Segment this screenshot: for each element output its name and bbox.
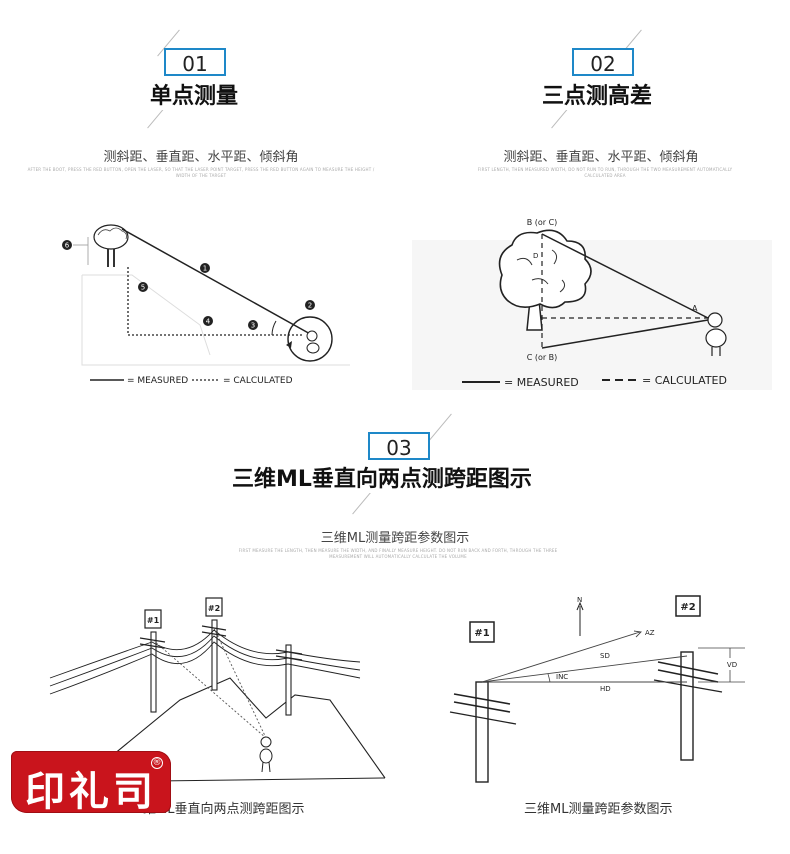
pole-tag-2: #2 <box>208 604 220 613</box>
point-label-a: A <box>692 304 698 313</box>
section-title: 单点测量 <box>146 78 243 110</box>
three-point-height-diagram: B (or C) D A C (or B) = MEASURED = CALCU… <box>412 210 772 395</box>
label-inc: INC <box>556 673 568 681</box>
marker-label: 3 <box>251 322 255 330</box>
section-number: 03 <box>386 436 412 460</box>
diagram-caption: 三维ML测量跨距参数图示 <box>524 802 673 817</box>
utility-pole-icon <box>139 631 166 713</box>
section-number-badge: 02 <box>572 48 634 76</box>
observer-icon <box>306 330 320 354</box>
section-subtitle: 测斜距、垂直距、水平距、倾斜角 <box>503 150 699 165</box>
diagram-caption: 三维ML垂直向两点测跨距图示 <box>130 802 305 817</box>
arrow-icon <box>286 341 292 348</box>
section-subtitle: 测斜距、垂直距、水平距、倾斜角 <box>103 150 299 165</box>
utility-pole-icon <box>653 651 723 761</box>
marker-label: 1 <box>203 265 207 273</box>
section-fine-print: AFTER THE BOOT, PRESS THE RED BUTTON, OP… <box>27 167 375 178</box>
marker-2 <box>305 300 315 310</box>
section-number-badge: 01 <box>164 48 226 76</box>
section-fine-print: FIRST MEASURE THE LENGTH, THEN MEASURE T… <box>238 548 558 559</box>
point-label-top: B (or C) <box>527 218 558 227</box>
span-parameter-diagram: #1 #2 N AZ SD HD INC VD <box>440 590 780 790</box>
tree-icon <box>498 229 592 331</box>
marker-label: 6 <box>65 242 70 250</box>
label-sd: SD <box>600 652 610 660</box>
section-title: 三维ML垂直向两点测跨距图示 <box>228 461 536 493</box>
brand-seal-logo: 印礼司 ® <box>11 751 171 815</box>
two-point-span-diagram: #1 #2 <box>40 590 400 790</box>
observer-zoom-circle <box>287 316 333 362</box>
legend-calculated: = CALCULATED <box>223 376 293 386</box>
tree-icon <box>93 224 129 267</box>
section-subtitle: 三维ML测量跨距参数图示 <box>320 531 470 546</box>
single-point-diagram: 6 1 5 4 3 2 = MEASURED = CALCULATED <box>40 215 380 395</box>
marker-6 <box>62 240 72 250</box>
utility-pole-icon <box>275 644 303 716</box>
section-number-badge: 03 <box>368 432 430 460</box>
label-vd: VD <box>727 661 737 669</box>
pole-tag-2: #2 <box>680 602 695 613</box>
legend-measured: = MEASURED <box>504 376 579 389</box>
pole-tag-1: #1 <box>474 628 489 639</box>
legend-measured: = MEASURED <box>127 376 188 386</box>
utility-pole-icon <box>201 619 227 691</box>
label-az: AZ <box>645 629 655 637</box>
observer-icon <box>259 736 273 773</box>
marker-label: 4 <box>206 318 211 326</box>
utility-pole-icon <box>449 681 517 783</box>
label-north: N <box>577 596 582 604</box>
section-number: 01 <box>182 52 208 76</box>
decor-slash <box>429 413 452 441</box>
marker-5 <box>138 282 148 292</box>
marker-3 <box>248 320 258 330</box>
marker-label: 5 <box>141 284 145 292</box>
observer-icon <box>705 312 727 356</box>
brand-seal-text: 印礼司 <box>25 768 157 815</box>
marker-label: 2 <box>308 302 312 310</box>
section-number: 02 <box>590 52 616 76</box>
point-label-d: D <box>533 252 538 260</box>
marker-4 <box>203 316 213 326</box>
point-label-bottom: C (or B) <box>527 353 558 362</box>
marker-1 <box>200 263 210 273</box>
label-hd: HD <box>600 685 611 693</box>
section-title: 三点测高差 <box>538 78 657 110</box>
registered-mark: ® <box>151 757 163 769</box>
legend-calculated: = CALCULATED <box>642 374 727 387</box>
pole-tag-1: #1 <box>147 616 160 625</box>
section-fine-print: FIRST LENGTH, THEN MEASURED WIDTH, DO NO… <box>477 167 733 178</box>
